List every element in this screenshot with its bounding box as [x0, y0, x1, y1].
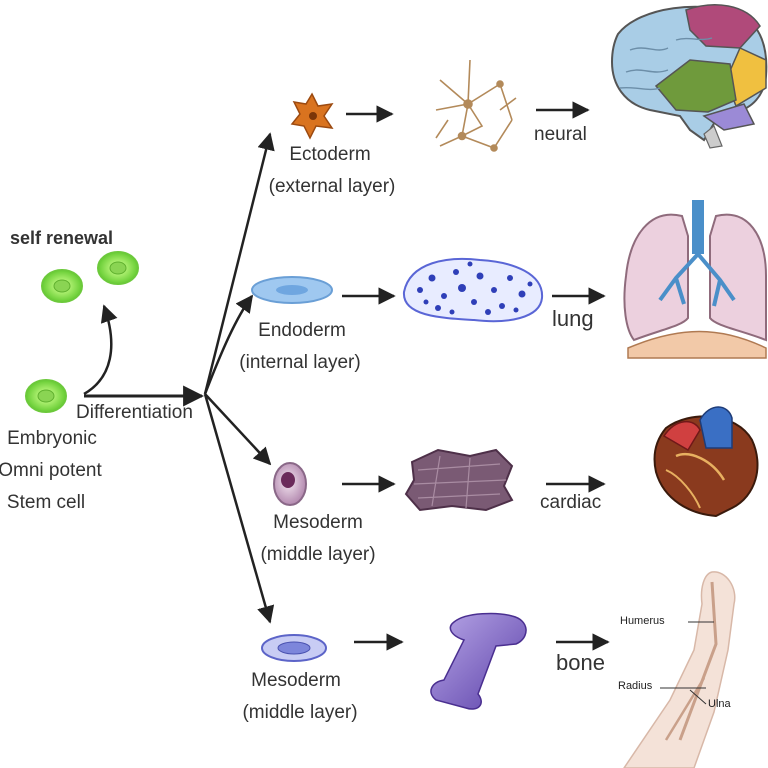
stem-cell-name-line-2: Omni potent: [0, 460, 102, 481]
neuron-network: [435, 59, 517, 152]
brain-illustration: [610, 4, 768, 149]
ectoderm-cell: [290, 92, 334, 140]
stem-cell-renewal-2: [97, 251, 139, 285]
layer-sub-mesoderm-1: (middle layer): [260, 544, 376, 565]
heart-illustration: [653, 406, 759, 518]
self-renewal-label: self renewal: [10, 228, 114, 248]
organ-label-lung: lung: [552, 306, 594, 331]
layer-label-mesoderm-1: Mesoderm: [273, 512, 363, 533]
organ-label-cardiac: cardiac: [540, 492, 602, 513]
layer-label-mesoderm-2: Mesoderm: [251, 670, 341, 691]
stem-cell-renewal-1: [41, 269, 83, 303]
stem-cell-name-line-3: Stem cell: [6, 492, 86, 513]
branch-arrow-endoderm: [203, 294, 254, 395]
cardiac-muscle-tissue: [404, 448, 514, 512]
organ-label-neural: neural: [534, 124, 587, 145]
organ-label-bone: bone: [556, 650, 605, 675]
branch-arrow-mesoderm-2: [203, 393, 275, 624]
layer-label-endoderm: Endoderm: [258, 320, 346, 341]
lungs-illustration: [623, 200, 767, 359]
stem-cell-embryonic: [25, 379, 67, 413]
layer-sub-ectoderm: (external layer): [268, 176, 396, 197]
arm-label-humerus: Humerus: [620, 615, 665, 627]
mesoderm-cell-2: [261, 634, 327, 662]
arm-bones-illustration: [623, 571, 736, 768]
branch-arrow-mesoderm-1: [204, 393, 272, 466]
arm-label-ulna: Ulna: [708, 698, 731, 710]
differentiation-label: Differentiation: [76, 402, 193, 423]
lung-tissue: [402, 257, 544, 323]
layer-sub-endoderm: (internal layer): [239, 352, 361, 373]
branch-arrow-ectoderm: [203, 132, 275, 395]
stem-cell-name-line-1: Embryonic: [7, 428, 97, 449]
layer-label-ectoderm: Ectoderm: [289, 144, 371, 165]
arm-label-radius: Radius: [618, 680, 653, 692]
layer-sub-mesoderm-2: (middle layer): [242, 702, 358, 723]
mesoderm-cell-1: [273, 462, 307, 506]
branch-arrows: [203, 132, 275, 624]
self-renewal-arrow: [83, 304, 118, 396]
bone-tissue: [430, 612, 527, 710]
endoderm-cell: [251, 276, 333, 304]
